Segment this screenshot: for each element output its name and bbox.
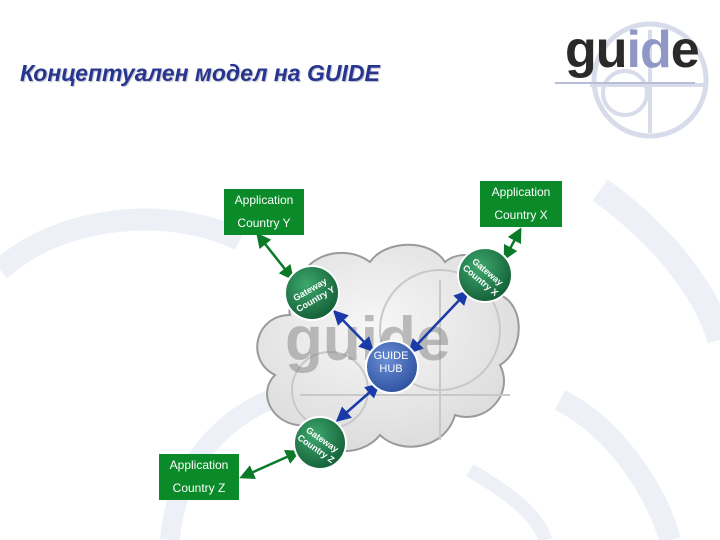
logo-text-gu: gu: [565, 21, 628, 79]
gateway-country-x: Gateway Country X: [457, 247, 513, 303]
app-y-label-line1: Application: [234, 193, 294, 207]
link-app-z-gateway-z: [239, 450, 301, 479]
guide-hub-node: [365, 340, 419, 394]
gateway-country-z: Gateway Country Z: [293, 416, 347, 470]
logo-emblem: [555, 21, 709, 139]
app-z-label-line1: Application: [169, 458, 229, 472]
app-y-label-line2: Country Y: [237, 216, 291, 230]
link-gateway-x-hub: [407, 289, 470, 355]
hub-label-line2: HUB: [379, 363, 403, 375]
logo-text-e: e: [670, 21, 700, 79]
gateway-country-y: Gateway Country Y: [284, 265, 340, 321]
application-country-y: Application Country Y: [224, 189, 304, 235]
guide-hub-label: GUIDE HUB: [366, 350, 416, 376]
logo-text-id: id: [626, 21, 672, 79]
slide-title: Концептуален модел на GUIDE: [20, 60, 380, 86]
app-z-label-line2: Country Z: [172, 481, 226, 495]
link-app-x-gateway-x: [503, 227, 522, 261]
app-x-label-line2: Country X: [494, 208, 548, 222]
application-country-z: Application Country Z: [159, 454, 239, 500]
app-x-label-line1: Application: [491, 185, 551, 199]
logo-wordmark: guide: [565, 20, 700, 80]
application-country-x: Application Country X: [480, 181, 562, 227]
link-gateway-z-hub: [335, 383, 381, 422]
link-app-y-gateway-y: [256, 232, 294, 281]
link-gateway-y-hub: [332, 309, 375, 353]
hub-label-line1: GUIDE: [373, 350, 409, 362]
